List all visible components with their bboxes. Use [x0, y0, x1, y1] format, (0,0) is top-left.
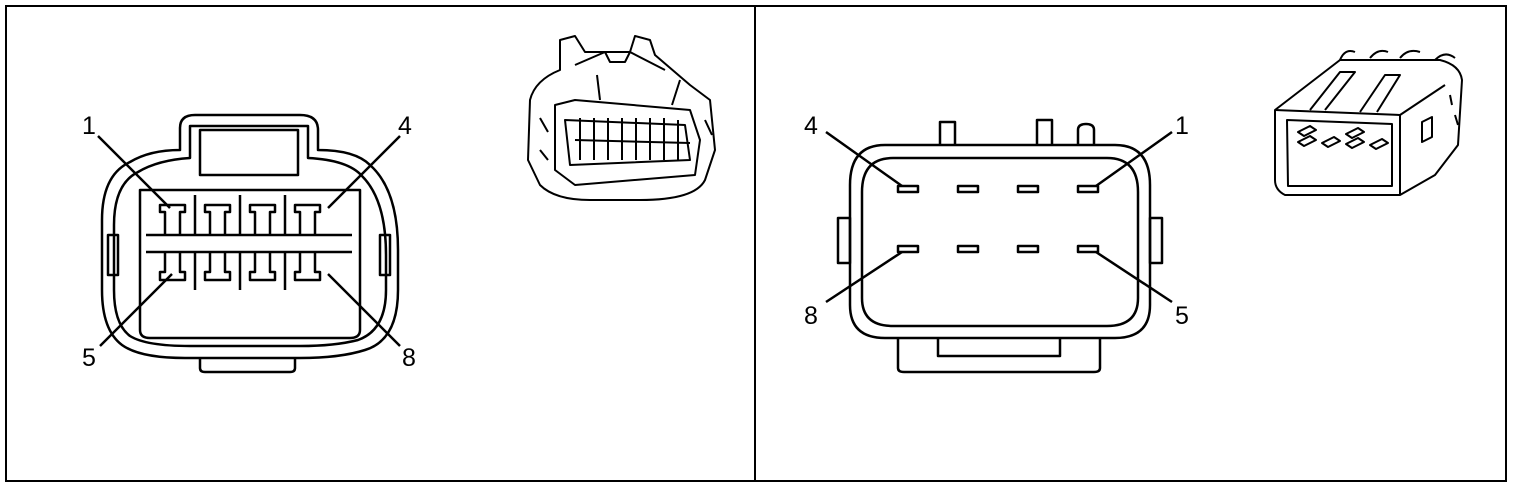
leader-line-pin-8 — [327, 273, 401, 347]
right-pin-label-5: 5 — [1175, 302, 1189, 330]
right-pin-label-8: 8 — [804, 302, 818, 330]
leader-line-pin-5-right — [1095, 250, 1173, 304]
leader-line-pin-8-right — [825, 250, 903, 304]
leader-line-pin-1 — [97, 135, 171, 209]
left-pin-label-4: 4 — [398, 112, 412, 140]
left-pin-label-8: 8 — [402, 344, 416, 372]
leader-line-pin-1-right — [1095, 130, 1173, 188]
right-connector-face-view — [836, 118, 1164, 374]
leader-line-pin-4-right — [825, 130, 903, 188]
left-connector-face-view — [100, 113, 400, 374]
right-pin-label-1: 1 — [1175, 112, 1189, 140]
left-connector-iso-view — [527, 35, 716, 201]
right-pin-label-4: 4 — [804, 112, 818, 140]
left-pin-label-1: 1 — [82, 112, 96, 140]
leader-line-pin-4 — [327, 135, 401, 209]
leader-line-pin-5 — [99, 273, 173, 347]
right-panel — [825, 49, 1463, 374]
left-pin-label-5: 5 — [82, 344, 96, 372]
left-panel — [97, 35, 716, 374]
right-connector-iso-view — [1274, 49, 1463, 196]
